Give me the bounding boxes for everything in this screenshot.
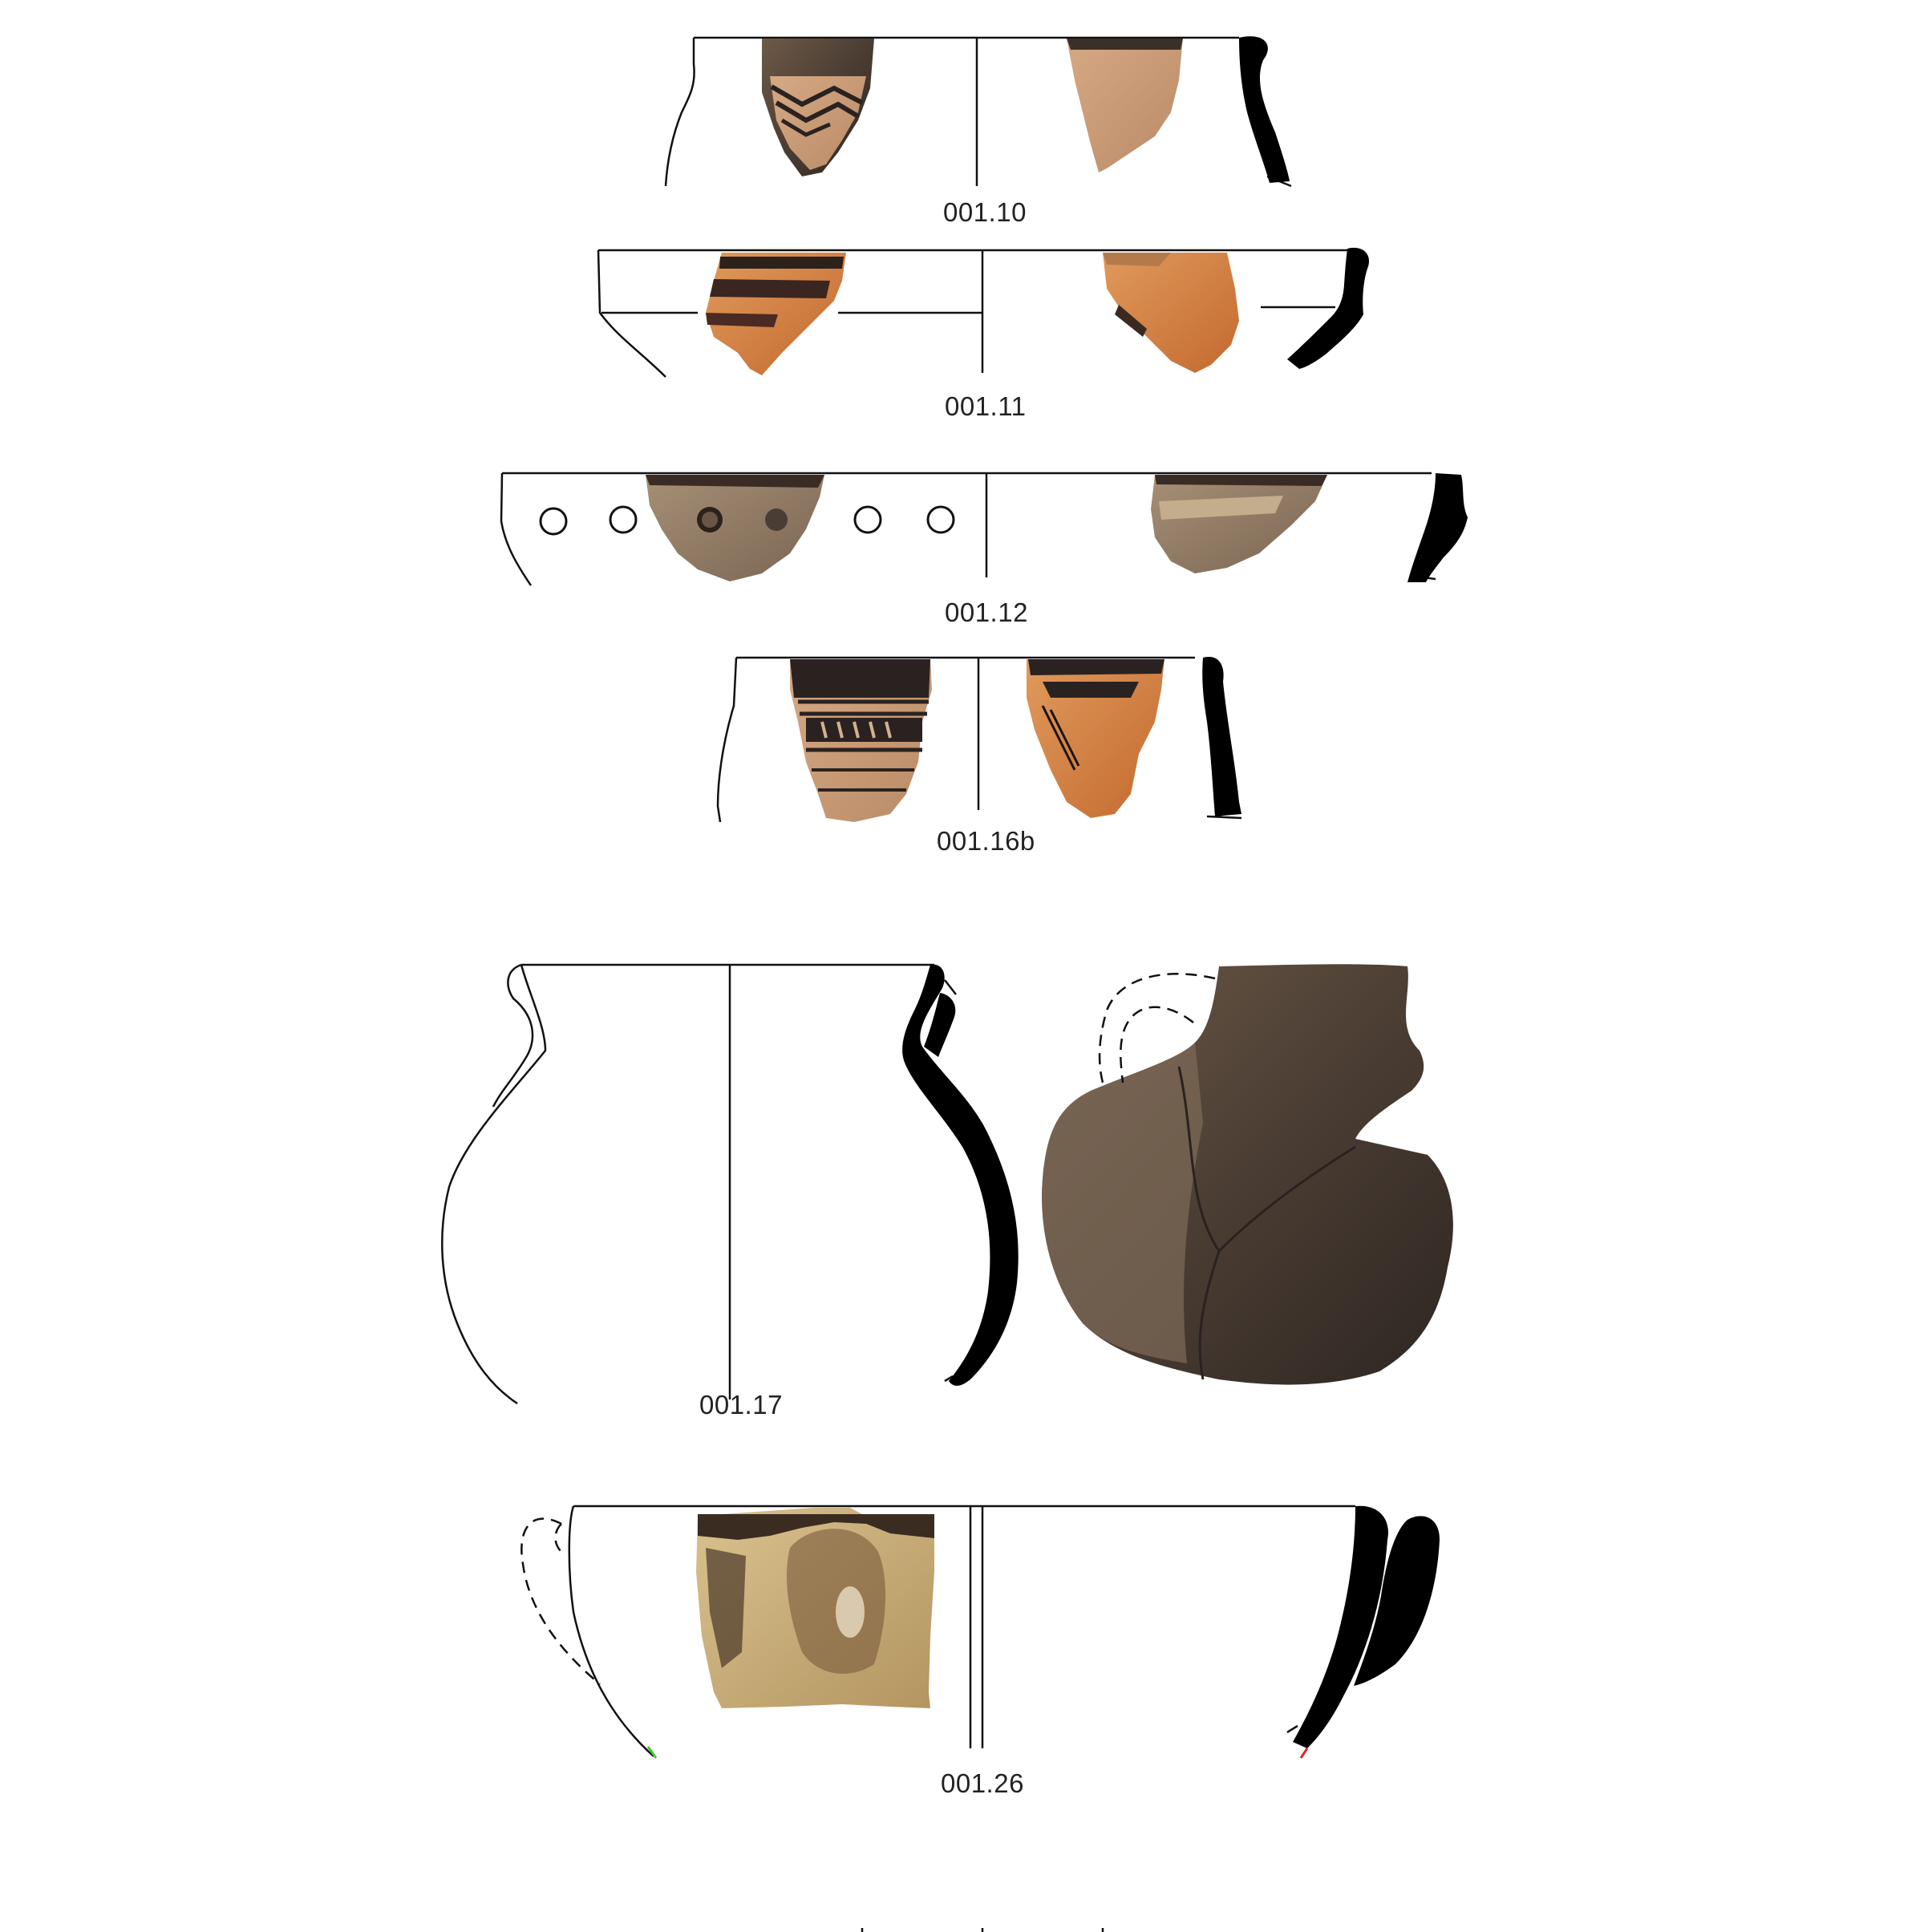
wall-section [924,993,956,1057]
wall-section [1239,36,1290,183]
vessel-001-11 [597,247,1370,378]
sherd-photo [646,475,824,581]
sherd-photo [1067,38,1183,172]
sherd-photo [1042,964,1453,1385]
wall-section [1287,247,1370,369]
sherd-photo [1151,475,1327,573]
figure-label-001-10: 001.10 [943,197,1027,227]
vessel-001-26 [520,1505,1440,1759]
sherd-photo [762,38,874,176]
sherd-photo [1103,253,1239,373]
wall-section [1407,473,1468,582]
vessel-001-17 [441,963,1453,1405]
profile-outline [568,1505,1355,1759]
profile-outline [597,249,1347,378]
figure-label-001-12: 001.12 [945,597,1028,627]
hole [853,505,882,534]
vessel-001-12 [500,472,1468,586]
figure-label-001-17: 001.17 [699,1390,783,1420]
hole [609,505,638,534]
sherd-photo [696,1508,934,1708]
figure-label-001-16b: 001.16b [937,826,1035,856]
vessel-001-10 [664,36,1292,188]
scale-bar [861,1928,1104,1932]
figure-label-001-11: 001.11 [945,391,1027,421]
profile-outline [441,963,957,1405]
handle-reconstruction [520,1517,601,1685]
vessel-001-16b [716,656,1242,823]
wall-section [1354,1516,1440,1686]
handle-reconstruction [1098,973,1216,1083]
sherd-photo [790,659,932,822]
profile-outline [716,656,1242,823]
wall-section [902,964,1019,1386]
suspension-holes [539,505,955,536]
wall-section [1293,1505,1388,1748]
figure-label-001-26: 001.26 [941,1768,1024,1798]
sherd-photo [1027,659,1164,818]
sherd-photo [706,253,846,375]
hole [539,507,568,536]
profile-outline [664,36,1292,188]
wall-section [1202,657,1241,816]
hole [926,505,955,534]
